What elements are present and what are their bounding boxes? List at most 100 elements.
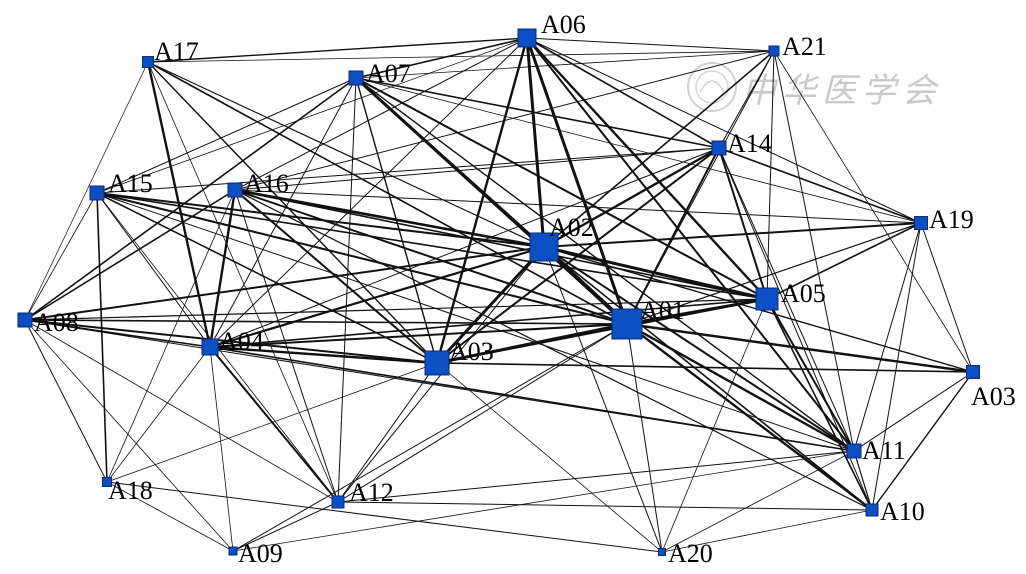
- node-marker: [711, 140, 727, 156]
- edge-a05-a10: [766, 298, 873, 511]
- edge-a15-a03c: [96, 192, 438, 364]
- edge-a16-a12: [234, 189, 339, 503]
- node-a16: A16: [227, 169, 289, 198]
- edge-a21-a16: [234, 50, 775, 191]
- node-label: A21: [782, 32, 827, 61]
- edge-a06-a05: [525, 36, 769, 301]
- edge-a06-a14: [526, 37, 720, 149]
- node-a06: A06: [517, 10, 586, 48]
- edge-a12-a09: [232, 501, 339, 552]
- node-a11: A11: [846, 436, 906, 465]
- edge-a02-a08: [24, 246, 545, 321]
- edge-a15-a05: [96, 192, 768, 300]
- node-a04: A04: [201, 327, 264, 356]
- node-label: A08: [34, 308, 79, 337]
- edge-a01-a10: [625, 322, 874, 512]
- edge-a10-a03r: [871, 371, 974, 511]
- edge-a19-a02: [543, 222, 922, 248]
- edge-a07-a05: [355, 77, 768, 300]
- node-marker: [966, 365, 980, 379]
- edge-a08-a18: [24, 319, 108, 483]
- node-a19: A19: [914, 205, 974, 234]
- edge-a06-a16: [234, 37, 528, 191]
- node-marker: [755, 287, 779, 311]
- edge-a15-a08: [24, 192, 98, 321]
- edge-a06-a07: [355, 37, 528, 79]
- edge-a07-a02: [354, 76, 546, 249]
- node-a12: A12: [331, 478, 394, 509]
- watermark-text: 中华医学会: [742, 71, 942, 111]
- edge-a11-a20: [661, 450, 855, 553]
- edge-a01-a04: [209, 323, 628, 348]
- node-a10: A10: [865, 497, 925, 526]
- node-label: A14: [727, 129, 772, 158]
- node-label: A11: [862, 436, 906, 465]
- node-marker: [89, 185, 105, 201]
- edge-a07-a12: [337, 77, 357, 503]
- edge-a21-a14: [718, 50, 775, 149]
- node-label: A05: [781, 279, 826, 308]
- node-label: A19: [929, 205, 974, 234]
- node-a02: A02: [529, 213, 594, 262]
- node-label: A03: [971, 382, 1016, 411]
- edge-a06-a17: [147, 37, 528, 63]
- edge-a17-a04: [146, 60, 212, 349]
- edge-a06-a03c: [435, 36, 529, 365]
- edge-a11-a12: [337, 450, 855, 503]
- node-label: A06: [541, 10, 586, 39]
- node-a20: A20: [658, 539, 713, 568]
- node-label: A07: [366, 59, 411, 88]
- node-a17: A17: [142, 37, 199, 68]
- edge-a03c-a12: [337, 362, 438, 503]
- edge-a02-a20: [543, 246, 663, 553]
- edge-a08-a03c: [24, 319, 438, 364]
- edge-a17-a08: [24, 61, 149, 321]
- edge-a07-a19: [355, 77, 922, 224]
- edge-a04-a03c: [208, 345, 439, 365]
- node-a21: A21: [768, 32, 827, 61]
- edge-a15-a01: [96, 192, 628, 325]
- edge-a01-a20: [626, 323, 663, 553]
- edge-a05-a08: [24, 298, 768, 321]
- node-marker: [865, 503, 879, 517]
- edge-a19-a03r: [920, 222, 974, 373]
- edge-a17-a01: [147, 61, 628, 325]
- edge-group: [24, 36, 975, 553]
- edge-a06-a01: [525, 36, 629, 326]
- edge-a17-a12: [147, 61, 339, 503]
- node-a03r: A03: [966, 365, 1016, 411]
- edge-a10-a12: [337, 501, 873, 511]
- edge-a04-a11: [209, 346, 855, 452]
- edge-a01-a11: [625, 322, 856, 453]
- edge-a17-a21: [147, 50, 775, 63]
- node-marker: [914, 216, 928, 230]
- edge-a15-a18: [96, 192, 108, 483]
- node-label: A16: [244, 169, 289, 198]
- node-marker: [658, 548, 666, 556]
- node-label: A04: [219, 327, 264, 356]
- edge-a04-a12: [209, 346, 339, 503]
- edge-a06-a02: [525, 36, 546, 249]
- node-label: A01: [640, 296, 685, 325]
- node-marker: [102, 477, 112, 487]
- node-marker: [846, 443, 862, 459]
- edge-a06-a21: [526, 37, 775, 52]
- edge-a21-a11: [773, 50, 855, 452]
- node-label: A15: [108, 169, 153, 198]
- node-marker: [201, 338, 219, 356]
- node-label: A18: [108, 476, 153, 505]
- edge-a02-a10: [543, 246, 873, 511]
- node-marker: [142, 56, 154, 68]
- edge-a21-a03r: [773, 50, 974, 373]
- node-label: A20: [668, 539, 713, 568]
- edge-a16-a08: [24, 189, 236, 321]
- node-label: A02: [549, 213, 594, 242]
- node-label: A03: [449, 337, 494, 366]
- edge-a14-a19: [718, 147, 922, 224]
- node-a18: A18: [102, 476, 153, 505]
- edge-a17-a02: [147, 61, 545, 248]
- edge-a14-a04: [209, 147, 720, 348]
- edge-a04-a18: [106, 346, 211, 483]
